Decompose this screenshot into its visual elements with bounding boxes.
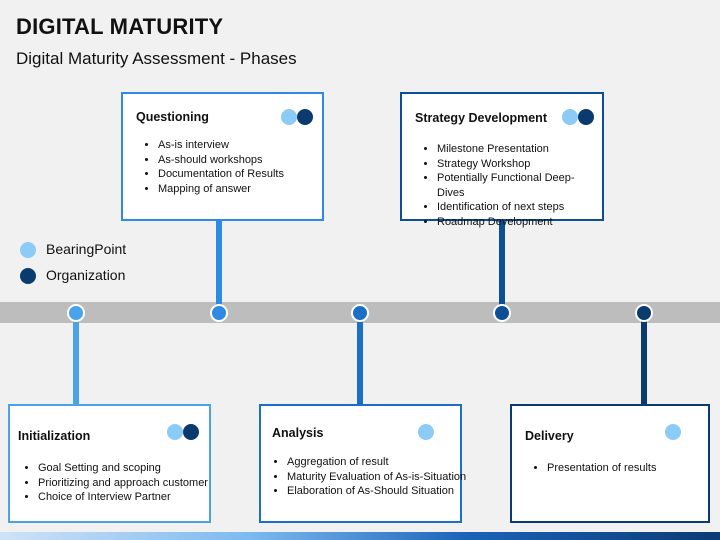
stem-questioning — [216, 219, 222, 313]
phase-item-list: Aggregation of result Maturity Evaluatio… — [265, 455, 467, 499]
participant-dots — [167, 424, 203, 440]
phase-card-initialization: Initialization Goal Setting and scoping … — [8, 404, 211, 523]
list-item: Mapping of answer — [158, 182, 284, 197]
list-item: Maturity Evaluation of As-is-Situation — [287, 470, 467, 485]
phase-card-questioning: Questioning As-is interview As-should wo… — [121, 92, 324, 221]
list-item: As-should workshops — [158, 153, 284, 168]
page-subtitle: Digital Maturity Assessment - Phases — [16, 49, 297, 68]
phase-item-list: Milestone Presentation Strategy Workshop… — [415, 142, 602, 229]
timeline-node-initialization — [67, 304, 85, 322]
bearingpoint-dot-icon — [562, 109, 578, 125]
organization-dot-icon — [578, 109, 594, 125]
list-item: Presentation of results — [547, 461, 717, 476]
list-item: Documentation of Results — [158, 167, 284, 182]
stem-strategy-development — [499, 219, 505, 313]
list-item: Identification of next steps — [437, 200, 602, 215]
list-item: Potentially Functional Deep-Dives — [437, 171, 602, 200]
organization-dot-icon — [297, 109, 313, 125]
bearingpoint-dot-icon — [167, 424, 183, 440]
bottom-accent-bar — [0, 532, 720, 540]
legend-label-bearingpoint: BearingPoint — [46, 241, 127, 257]
list-item: Prioritizing and approach customer — [38, 476, 208, 491]
phase-item-list: Goal Setting and scoping Prioritizing an… — [16, 461, 208, 505]
phase-card-analysis: Analysis Aggregation of result Maturity … — [259, 404, 466, 523]
organization-dot-icon — [20, 268, 36, 284]
organization-dot-icon — [183, 424, 199, 440]
page-title: DIGITAL MATURITY — [16, 14, 224, 39]
bearingpoint-dot-icon — [418, 424, 434, 440]
legend-label-organization: Organization — [46, 267, 126, 283]
phase-card-strategy-development: Strategy Development Milestone Presentat… — [400, 92, 604, 228]
phase-title: Questioning — [136, 110, 209, 124]
list-item: Choice of Interview Partner — [38, 490, 208, 505]
phase-item-list: As-is interview As-should workshops Docu… — [136, 138, 284, 196]
bearingpoint-dot-icon — [665, 424, 681, 440]
phase-title: Initialization — [18, 429, 91, 443]
participant-dots — [281, 109, 317, 125]
list-item: Elaboration of As-Should Situation — [287, 484, 467, 499]
list-item: Goal Setting and scoping — [38, 461, 208, 476]
timeline-node-analysis — [351, 304, 369, 322]
participant-dots — [418, 424, 436, 440]
bearingpoint-dot-icon — [281, 109, 297, 125]
phase-title: Delivery — [525, 429, 574, 443]
list-item: Aggregation of result — [287, 455, 467, 470]
participant-dots — [665, 424, 683, 440]
list-item: Milestone Presentation — [437, 142, 602, 157]
phase-item-list: Presentation of results — [525, 461, 717, 476]
timeline-node-delivery — [635, 304, 653, 322]
stem-analysis — [357, 313, 363, 405]
stem-delivery — [641, 313, 647, 405]
phase-title: Analysis — [272, 426, 324, 440]
list-item: Roadmap Development — [437, 215, 602, 230]
phase-card-delivery: Delivery Presentation of results — [510, 404, 710, 523]
stem-initialization — [73, 313, 79, 405]
timeline-node-strategy-development — [493, 304, 511, 322]
timeline-node-questioning — [210, 304, 228, 322]
list-item: Strategy Workshop — [437, 157, 602, 172]
list-item: As-is interview — [158, 138, 284, 153]
participant-dots — [562, 109, 598, 125]
phase-title: Strategy Development — [415, 111, 547, 125]
bearingpoint-dot-icon — [20, 242, 36, 258]
